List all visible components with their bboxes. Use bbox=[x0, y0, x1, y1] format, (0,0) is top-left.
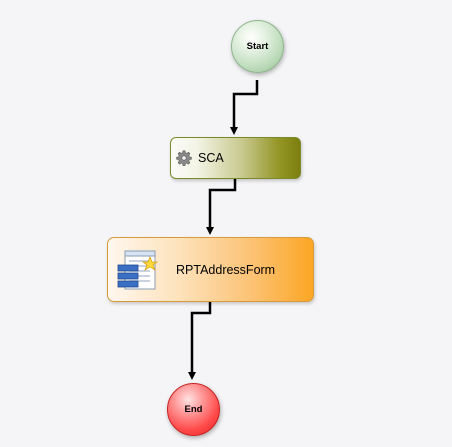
start-label: Start bbox=[246, 41, 269, 52]
connector-sca-to-form[interactable] bbox=[206, 179, 237, 235]
connector-form-to-end[interactable] bbox=[188, 302, 212, 380]
connector-start-to-sca[interactable] bbox=[230, 80, 259, 135]
end-label: End bbox=[184, 404, 203, 415]
start-node[interactable]: Start bbox=[231, 20, 284, 73]
form-label: RPTAddressForm bbox=[176, 262, 276, 277]
sca-activity-node[interactable]: SCA bbox=[170, 137, 301, 179]
gear-icon bbox=[176, 150, 192, 166]
form-icon bbox=[116, 248, 162, 292]
form-activity-node[interactable]: RPTAddressForm bbox=[107, 237, 314, 302]
sca-label: SCA bbox=[198, 151, 224, 165]
end-node[interactable]: End bbox=[167, 383, 220, 436]
